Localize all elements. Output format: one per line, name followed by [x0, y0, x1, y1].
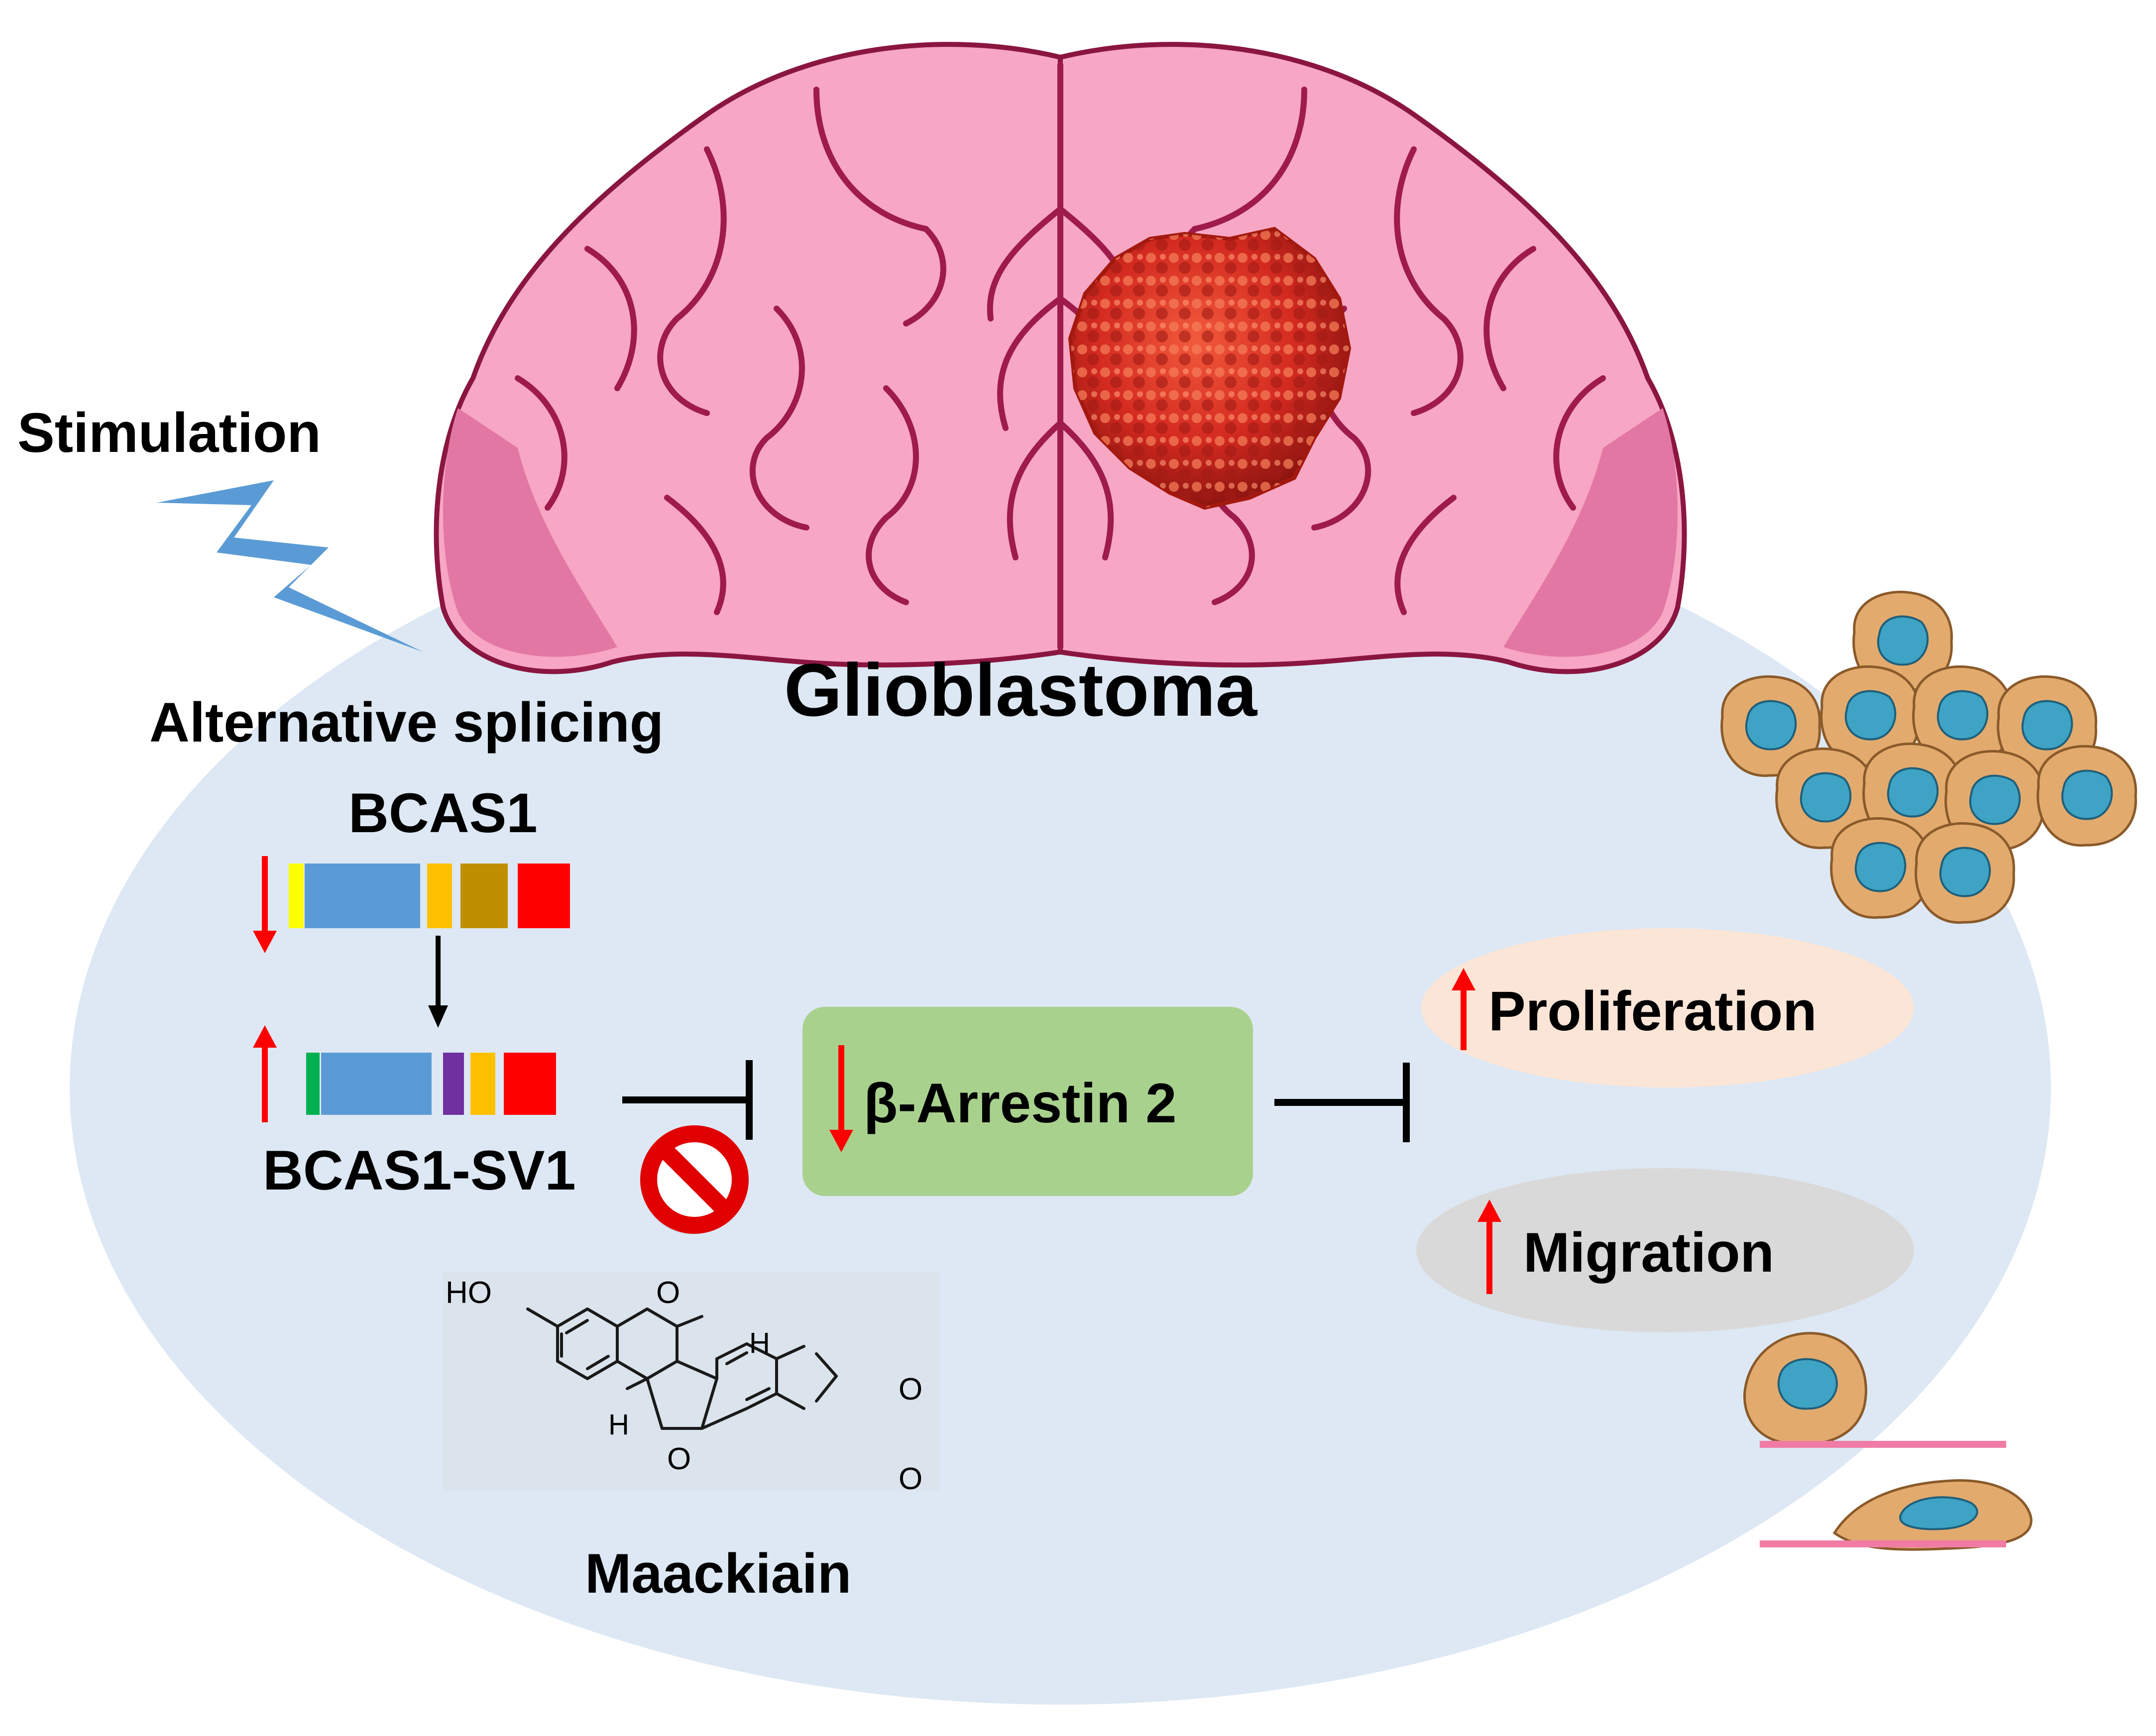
bcas1-sv1-exon [306, 1053, 320, 1115]
bcas1-exon [460, 864, 508, 928]
bcas1-exon [518, 864, 570, 928]
molecule-o-label: O [899, 1372, 922, 1407]
beta-arrestin-down-arrow [829, 1045, 853, 1152]
brain-icon [434, 42, 1687, 674]
lightning-icon [157, 480, 423, 652]
bcas1-exon [305, 864, 420, 928]
bcas1-sv1-label: BCAS1-SV1 [263, 1139, 576, 1201]
bcas1-sv1-exon [470, 1053, 495, 1115]
proliferation-label: Proliferation [1488, 980, 1817, 1042]
migration-ellipse [1416, 1168, 1914, 1332]
bcas1-down-arrow [253, 856, 277, 953]
bcas1-sv1-up-arrow [253, 1025, 277, 1122]
molecule-o-label: O [667, 1442, 691, 1476]
cancer-cell-icon [1720, 590, 2137, 924]
migrating-cell-icon [1743, 1332, 2033, 1551]
migration-label: Migration [1523, 1221, 1774, 1284]
proliferation-ellipse [1421, 928, 1914, 1087]
bcas1-sv1-gene [306, 1053, 556, 1115]
bcas1-exon [289, 864, 304, 928]
tumor-icon [1068, 226, 1352, 510]
bcas1-label: BCAS1 [348, 782, 538, 844]
migration-up-arrow [1477, 1199, 1501, 1294]
bcas1-sv1-exon [443, 1053, 464, 1115]
bcas1-exon [427, 864, 452, 928]
maackiain-label: Maackiain [585, 1542, 851, 1605]
molecule-o-label: O [656, 1276, 680, 1310]
proliferation-up-arrow [1452, 968, 1475, 1050]
bcas1-sv1-exon [504, 1053, 556, 1115]
beta-arrestin-box [802, 1007, 1253, 1196]
bcas1-gene [289, 864, 570, 928]
inhibition-arrow-2 [1274, 1063, 1410, 1142]
splicing-arrow [428, 936, 448, 1028]
molecule-o-label: O [899, 1462, 922, 1496]
molecule-h-label: H [608, 1409, 629, 1441]
prohibition-icon [640, 1125, 749, 1234]
beta-arrestin-label: β-Arrestin 2 [864, 1072, 1177, 1134]
alternative-splicing-label: Alternative splicing [149, 691, 664, 754]
bcas1-sv1-exon [321, 1053, 432, 1115]
stimulation-label: Stimulation [17, 402, 321, 464]
maackiain-structure: HO O H H O O O [443, 1272, 940, 1496]
molecule-ho-label: HO [446, 1276, 492, 1310]
inhibition-arrow-1 [622, 1060, 753, 1140]
glioblastoma-label: Glioblastoma [784, 648, 1258, 732]
molecule-h-label: H [749, 1327, 770, 1359]
